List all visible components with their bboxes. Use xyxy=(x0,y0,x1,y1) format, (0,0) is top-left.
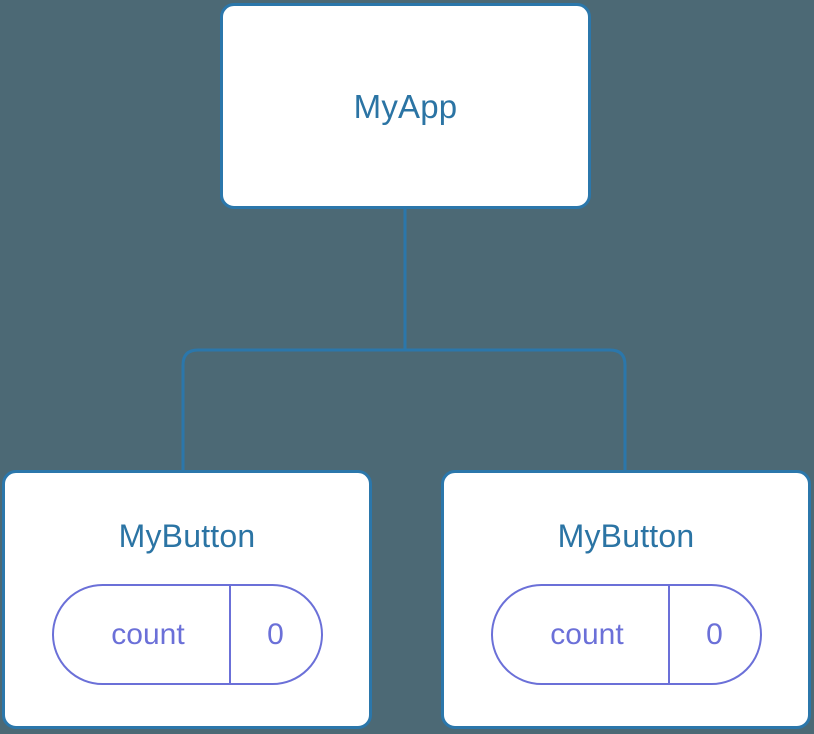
component-node-mybutton-1[interactable]: MyButton count 0 xyxy=(441,470,811,729)
edge-root-to-child-0 xyxy=(181,348,405,474)
component-node-title: MyButton xyxy=(557,518,695,554)
edge-root-to-child-1 xyxy=(405,348,627,474)
state-value-label: 0 xyxy=(667,586,760,683)
state-pill[interactable]: count 0 xyxy=(490,584,762,685)
state-key-label: count xyxy=(550,617,624,651)
component-node-myapp[interactable]: MyApp xyxy=(220,3,591,209)
state-value-label: 0 xyxy=(228,586,321,683)
component-node-mybutton-0[interactable]: MyButton count 0 xyxy=(2,470,372,729)
component-node-title: MyButton xyxy=(118,518,256,554)
state-key-label: count xyxy=(111,617,185,651)
state-pill[interactable]: count 0 xyxy=(51,584,323,685)
component-node-title: MyApp xyxy=(353,87,458,125)
